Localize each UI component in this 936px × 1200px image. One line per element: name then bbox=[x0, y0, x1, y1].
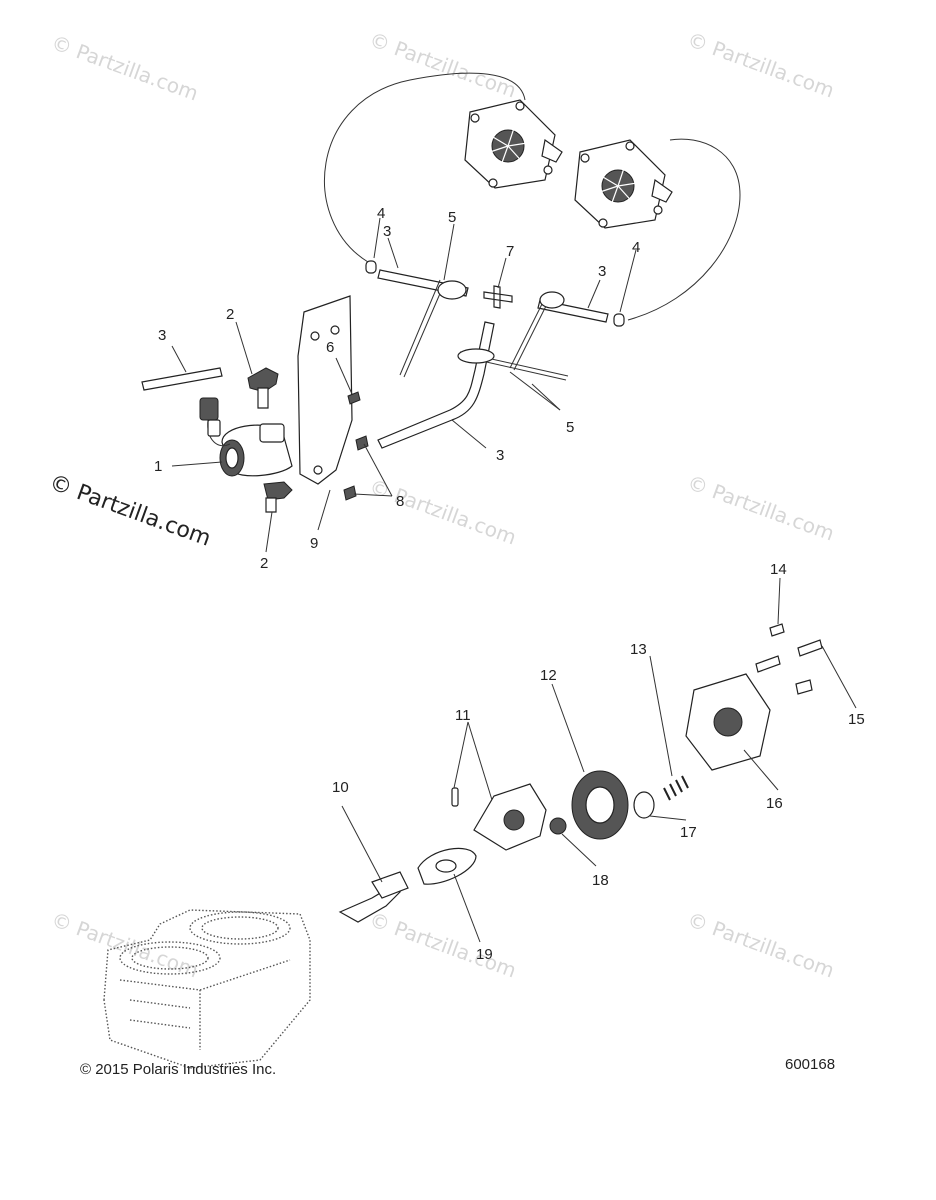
watermark: © Partzilla.com bbox=[684, 470, 837, 545]
hose-center bbox=[377, 321, 495, 449]
valve-cover-right bbox=[574, 139, 673, 229]
clamp-right bbox=[613, 313, 625, 327]
callout-11: 11 bbox=[455, 707, 471, 724]
callout-2: 2 bbox=[260, 555, 268, 572]
callout-7: 7 bbox=[506, 243, 514, 260]
solenoid-assembly bbox=[141, 295, 369, 513]
screw-6 bbox=[347, 391, 361, 405]
callout-labels: 1 2 2 3 3 3 3 4 4 5 5 6 7 8 9 10 11 12 1… bbox=[154, 205, 865, 963]
diagram-number: 600168 bbox=[785, 1056, 836, 1073]
callout-2: 2 bbox=[226, 306, 234, 323]
callout-6: 6 bbox=[326, 339, 334, 356]
washer bbox=[633, 791, 655, 819]
callout-3: 3 bbox=[158, 327, 166, 344]
leader-lines bbox=[171, 217, 857, 943]
callout-10: 10 bbox=[332, 779, 349, 796]
watermark: © Partzilla.com bbox=[366, 907, 519, 982]
callout-5: 5 bbox=[566, 419, 574, 436]
callout-3: 3 bbox=[496, 447, 504, 464]
elbow-bottom bbox=[263, 481, 293, 501]
hose-left bbox=[141, 367, 223, 391]
callout-17: 17 bbox=[680, 824, 697, 841]
callout-4: 4 bbox=[632, 239, 640, 256]
callout-12: 12 bbox=[540, 667, 557, 684]
valve-cover-left bbox=[464, 99, 563, 189]
bolt-15b bbox=[797, 639, 823, 657]
elbow-top bbox=[247, 367, 279, 393]
callout-13: 13 bbox=[630, 641, 647, 658]
watermark: © Partzilla.com bbox=[48, 30, 201, 105]
callout-8: 8 bbox=[396, 493, 404, 510]
t-fitting bbox=[483, 285, 513, 309]
spring bbox=[663, 775, 689, 801]
watermark: © Partzilla.com bbox=[366, 27, 519, 102]
callout-16: 16 bbox=[766, 795, 783, 812]
solenoid bbox=[199, 397, 293, 477]
bracket bbox=[297, 295, 353, 485]
watermark: © Partzilla.com bbox=[366, 474, 519, 549]
bolt-14 bbox=[769, 623, 785, 637]
callout-3: 3 bbox=[598, 263, 606, 280]
callout-5: 5 bbox=[448, 209, 456, 226]
callout-9: 9 bbox=[310, 535, 318, 552]
callout-15: 15 bbox=[848, 711, 865, 728]
bolt-15c bbox=[795, 679, 813, 695]
watermark: © Partzilla.com bbox=[684, 27, 837, 102]
watermark-layer: © Partzilla.com © Partzilla.com © Partzi… bbox=[46, 27, 838, 982]
watermark: © Partzilla.com bbox=[48, 907, 201, 982]
bolt-15a bbox=[755, 655, 781, 673]
callout-3: 3 bbox=[383, 223, 391, 240]
callout-18: 18 bbox=[592, 872, 609, 889]
copyright-notice: © 2015 Polaris Industries Inc. bbox=[80, 1061, 277, 1078]
pump-assembly bbox=[338, 623, 823, 923]
engine-block bbox=[103, 909, 311, 1069]
callout-1: 1 bbox=[154, 458, 162, 475]
upper-assembly bbox=[324, 72, 741, 449]
callout-19: 19 bbox=[476, 946, 493, 963]
callout-14: 14 bbox=[770, 561, 787, 578]
screw-8b bbox=[343, 485, 357, 501]
callout-4: 4 bbox=[377, 205, 385, 222]
watermark-main: © Partzilla.com bbox=[46, 470, 214, 552]
clamp-left bbox=[365, 260, 377, 274]
watermark: © Partzilla.com bbox=[684, 907, 837, 982]
check-valve bbox=[549, 817, 567, 835]
